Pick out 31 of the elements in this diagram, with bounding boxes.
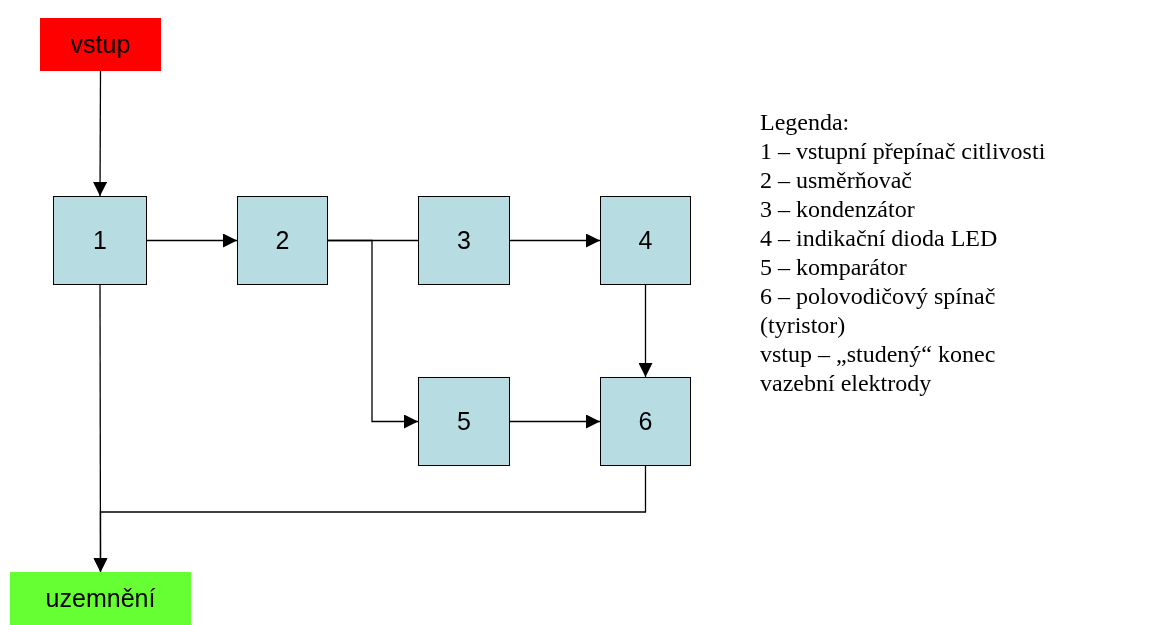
block-box bbox=[418, 196, 510, 285]
connector-arrow bbox=[638, 284, 653, 378]
legend-entry: 3 – kondenzátor bbox=[760, 195, 915, 224]
input-box bbox=[40, 18, 161, 71]
node-label: 3 bbox=[457, 226, 471, 255]
connector-arrow bbox=[327, 239, 419, 429]
block-box bbox=[237, 196, 328, 285]
connector-arrow bbox=[93, 70, 108, 197]
node-label: 2 bbox=[275, 226, 290, 255]
legend-entry: 6 – polovodičový spínač (tyristor) bbox=[760, 282, 997, 340]
connector-arrow bbox=[93, 465, 647, 573]
legend-entry: 2 – usměrňovač bbox=[760, 166, 912, 195]
node-label: vstup bbox=[70, 30, 131, 59]
block-box bbox=[600, 377, 691, 466]
legend-entry: 4 – indikační dioda LED bbox=[760, 224, 998, 253]
node-label: 5 bbox=[457, 407, 471, 436]
node-label: uzemnění bbox=[45, 584, 156, 613]
node-label: 1 bbox=[93, 226, 107, 255]
legend-entry: vstup – „studený“ konec vazební elektrody bbox=[760, 340, 997, 398]
block-box bbox=[418, 377, 510, 466]
node-label: 6 bbox=[638, 407, 653, 436]
block-box bbox=[600, 196, 691, 285]
legend-entry: 5 – komparátor bbox=[760, 253, 907, 282]
legend-entry: 1 – vstupní přepínač citlivosti bbox=[760, 137, 1046, 166]
ground-box bbox=[10, 572, 191, 625]
connector-arrow bbox=[146, 233, 238, 248]
node-label: 4 bbox=[638, 226, 653, 255]
block-box bbox=[53, 196, 147, 285]
legend-heading: Legenda: bbox=[760, 108, 850, 137]
connector-arrow bbox=[509, 233, 601, 248]
connector-arrow bbox=[509, 414, 601, 429]
